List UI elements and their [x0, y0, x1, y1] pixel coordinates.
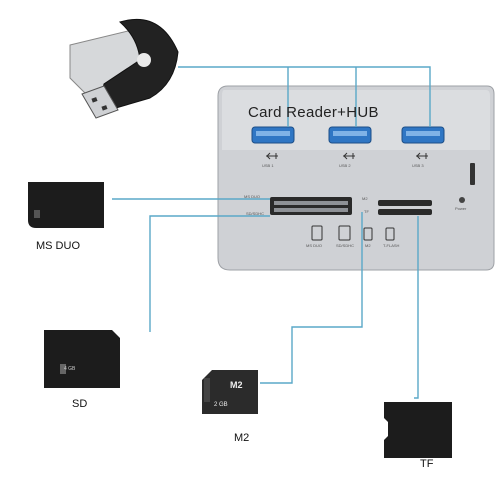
- power-label: Power: [455, 206, 467, 211]
- connector-lines: [112, 66, 431, 399]
- usb-port-label: USB 2: [339, 163, 351, 168]
- icon-label-tf: T-FLASH: [383, 243, 400, 248]
- tf-card: [384, 402, 452, 458]
- ms-duo-card: [28, 182, 104, 228]
- sd-card: [44, 330, 120, 388]
- slot-label-m2: M2: [362, 196, 368, 201]
- ms-sd-combo-slot: [270, 197, 352, 215]
- slot-label-ms-duo: MS DUO: [244, 194, 260, 199]
- slot-label-sd: SD/SDHC: [246, 211, 265, 216]
- m2-chip-sub: 2 GB: [214, 402, 228, 408]
- icon-label-m2: M2: [365, 243, 371, 248]
- power-led: [459, 197, 465, 203]
- sd-chip-text: 4 GB: [64, 366, 76, 372]
- usb-port-2: [328, 126, 372, 144]
- usb-symbol-icon: [266, 152, 428, 160]
- slot-label-tf: TF: [364, 209, 369, 214]
- m2-chip-text: M2: [230, 380, 243, 390]
- ms-duo-label: MS DUO: [36, 240, 80, 252]
- m2-card: [202, 370, 258, 414]
- card-type-icons: [311, 225, 395, 241]
- usb-port-label: USB 1: [262, 163, 274, 168]
- m2-tf-slot: [378, 200, 432, 215]
- usb-flash-drive: [69, 18, 179, 119]
- sd-label: SD: [72, 398, 88, 410]
- usb-port-3: [401, 126, 445, 144]
- usb-port-1: [251, 126, 295, 144]
- icon-label-sd: SD/SDHC: [336, 243, 355, 248]
- icon-label-ms-duo: MS DUO: [306, 243, 322, 248]
- hub-title: Card Reader+HUB: [248, 104, 379, 121]
- m2-label: M2: [234, 432, 250, 444]
- side-switch: [470, 163, 475, 185]
- usb-port-label: USB 3: [412, 163, 424, 168]
- tf-label: TF: [420, 458, 434, 470]
